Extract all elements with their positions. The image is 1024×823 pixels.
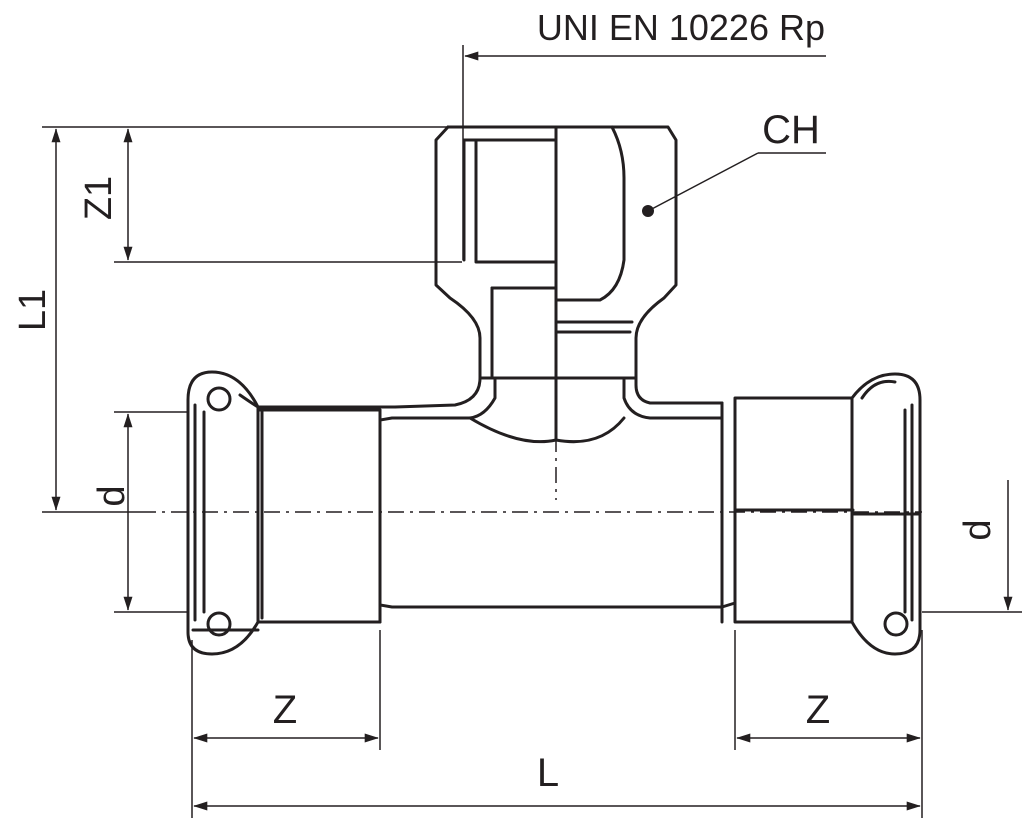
o-rings bbox=[206, 386, 909, 637]
standard-label: UNI EN 10226 Rp bbox=[537, 7, 825, 48]
dimension-lines bbox=[51, 51, 1013, 811]
ch-leader-dot bbox=[642, 205, 654, 217]
fitting-body bbox=[186, 125, 922, 656]
ch-leader bbox=[647, 152, 759, 212]
d-right-label: d bbox=[957, 519, 999, 540]
d-left-label: d bbox=[91, 485, 133, 506]
z-right-label: Z bbox=[806, 688, 830, 732]
extension-lines bbox=[42, 45, 1022, 818]
hex-label: CH bbox=[762, 108, 820, 152]
z1-label: Z1 bbox=[78, 176, 120, 220]
o-ring-bottom-left bbox=[206, 611, 232, 637]
o-ring-top-left bbox=[206, 386, 232, 412]
l1-label: L1 bbox=[12, 289, 54, 331]
center-lines bbox=[140, 250, 922, 513]
o-ring-bottom-right bbox=[883, 611, 909, 637]
l-label: L bbox=[537, 751, 559, 795]
z-left-label: Z bbox=[273, 688, 297, 732]
